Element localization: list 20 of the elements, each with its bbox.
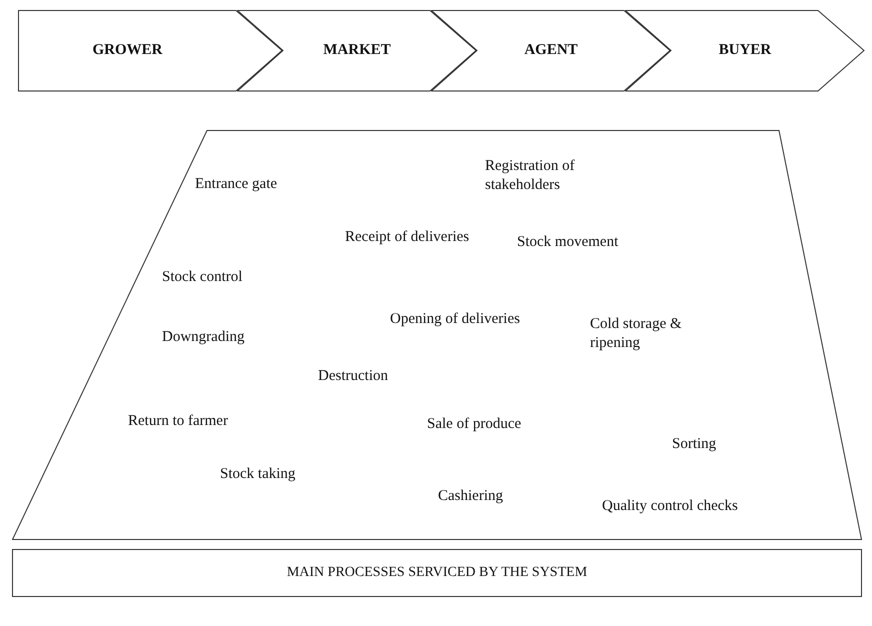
process-label: Opening of deliveries (390, 310, 520, 329)
process-label: Stock movement (517, 233, 618, 252)
stage-label: BUYER (718, 42, 772, 59)
stage-label: MARKET (322, 42, 392, 59)
process-label: Quality control checks (602, 497, 738, 516)
stage-label: GROWER (91, 42, 164, 59)
stage-label: AGENT (523, 42, 579, 59)
caption-box: MAIN PROCESSES SERVICED BY THE SYSTEM (12, 549, 862, 597)
process-label: Sale of produce (427, 415, 522, 434)
process-label: Downgrading (162, 328, 244, 347)
process-label: Registration of stakeholders (485, 157, 576, 195)
process-label: Cold storage & ripening (590, 315, 683, 353)
process-label: Return to farmer (128, 412, 228, 431)
process-label: Cashiering (438, 487, 503, 506)
process-label: Destruction (318, 367, 388, 386)
process-label: Sorting (672, 435, 716, 454)
process-label: Receipt of deliveries (345, 228, 470, 247)
process-label: Stock taking (220, 465, 296, 484)
process-label: Stock control (162, 268, 242, 287)
process-label: Entrance gate (195, 175, 278, 194)
